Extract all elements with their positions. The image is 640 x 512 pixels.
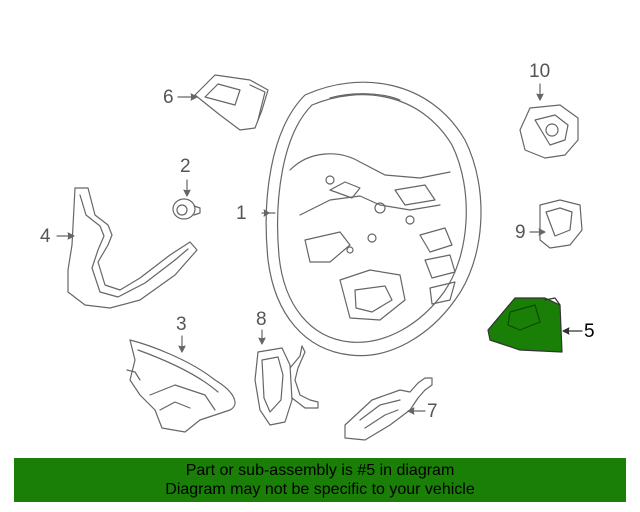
switch-part-6	[177, 74, 269, 131]
callout-2: 2	[180, 156, 191, 177]
bezel-part-4	[56, 187, 198, 309]
callout-3: 3	[176, 314, 187, 335]
switch-part-10	[519, 83, 579, 159]
info-banner: Part or sub-assembly is #5 in diagram Di…	[14, 458, 626, 502]
trim-cover-part-3	[126, 335, 236, 433]
banner-line-2: Diagram may not be specific to your vehi…	[165, 481, 475, 498]
callout-10: 10	[529, 61, 551, 82]
callout-8: 8	[256, 309, 267, 330]
switch-part-9	[529, 199, 583, 249]
callout-4: 4	[40, 226, 51, 247]
callout-5: 5	[584, 321, 595, 342]
steering-wheel-part-1	[261, 81, 482, 357]
banner-line-1: Part or sub-assembly is #5 in diagram	[185, 462, 455, 479]
callout-1: 1	[236, 203, 247, 224]
callout-6: 6	[163, 87, 174, 108]
callout-7: 7	[427, 401, 438, 422]
nut-part-2	[172, 179, 201, 220]
callout-9: 9	[515, 222, 526, 243]
switch-part-5-highlighted	[487, 297, 583, 353]
switch-part-8	[254, 329, 319, 426]
parts-diagram	[56, 74, 583, 441]
bracket-part-7	[344, 377, 433, 441]
